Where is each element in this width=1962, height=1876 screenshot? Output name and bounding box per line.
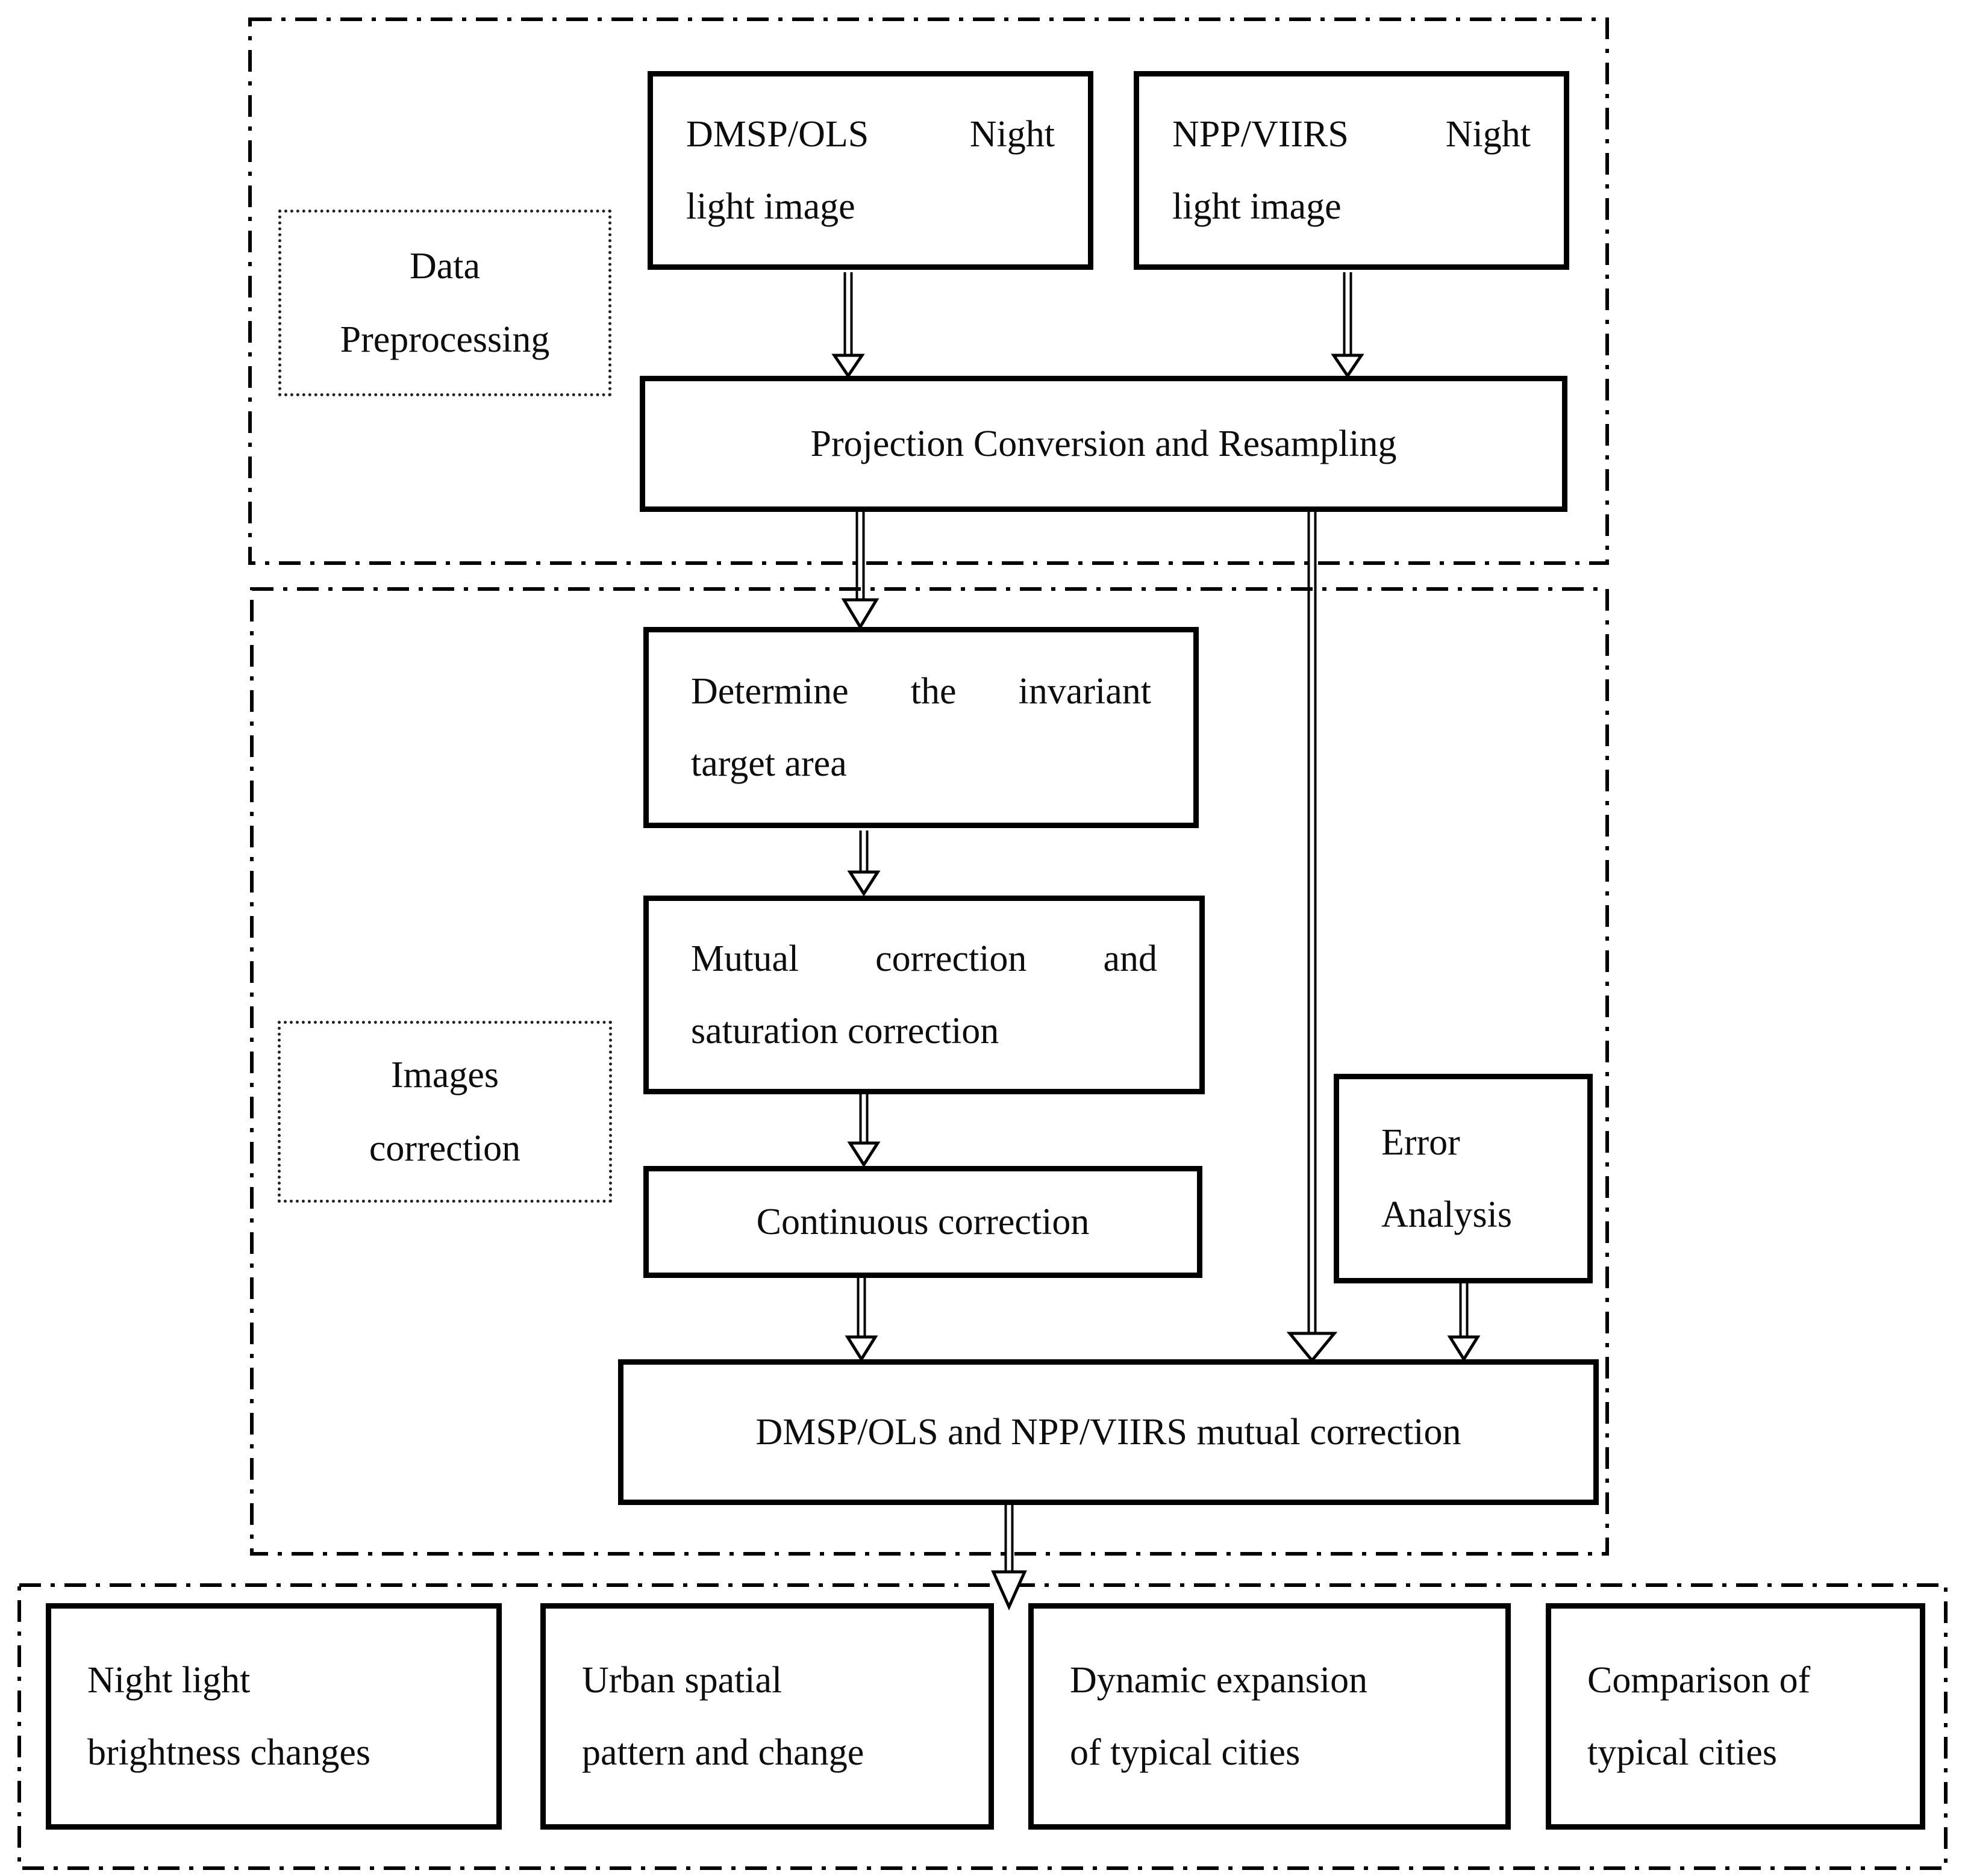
node-determine-invariant-target-area: Determine the invariant target area (643, 627, 1199, 828)
container-applications (17, 1583, 1948, 1870)
section-label-images-correction: Images correction (278, 1021, 612, 1203)
arrow-mutual-correction-to-applications (991, 1505, 1027, 1611)
node-npp-night-light-image: NPP/VIIRS Night light image (1134, 71, 1569, 270)
node-line: Continuous correction (756, 1201, 1090, 1242)
section-label-data-preprocessing: Data Preprocessing (278, 210, 611, 396)
arrow-mutual-saturation-to-continuous (847, 1094, 881, 1168)
node-line: Night light (87, 1660, 251, 1701)
node-line: typical cities (1587, 1732, 1778, 1773)
node-comparison-typical-cities: Comparison of typical cities (1546, 1603, 1925, 1830)
node-urban-spatial-pattern-change: Urban spatial pattern and change (540, 1603, 994, 1830)
arrow-npp-to-projection (1331, 272, 1364, 379)
node-night-light-brightness-changes: Night light brightness changes (46, 1603, 502, 1830)
node-mutual-saturation-correction: Mutual correction and saturation correct… (643, 896, 1205, 1094)
node-line: light image (1172, 186, 1342, 227)
arrow-error-to-mutual-correction (1447, 1283, 1481, 1362)
arrow-projection-to-determine (841, 512, 879, 630)
node-error-analysis: Error Analysis (1334, 1074, 1593, 1283)
section-label-line: Images (390, 1055, 499, 1095)
node-line: saturation correction (691, 1011, 999, 1052)
arrow-dmsp-to-projection (831, 272, 865, 379)
node-line: Comparison of (1587, 1660, 1811, 1701)
arrow-continuous-to-mutual-correction (845, 1278, 878, 1362)
node-line: light image (686, 186, 855, 227)
node-line: DMSP/OLS Night (686, 114, 1055, 155)
node-line: of typical cities (1070, 1732, 1301, 1773)
node-line: Determine the invariant (691, 671, 1151, 712)
container-data-preprocessing (248, 17, 1609, 565)
node-line: pattern and change (582, 1732, 864, 1773)
section-label-line: Preprocessing (340, 319, 550, 360)
node-line: NPP/VIIRS Night (1172, 114, 1531, 155)
node-dynamic-expansion-typical-cities: Dynamic expansion of typical cities (1028, 1603, 1511, 1830)
node-line: Projection Conversion and Resampling (810, 423, 1397, 464)
node-line: target area (691, 743, 847, 784)
node-dmsp-night-light-image: DMSP/OLS Night light image (648, 71, 1093, 270)
section-label-line: correction (369, 1128, 521, 1169)
node-line: Dynamic expansion (1070, 1660, 1368, 1701)
node-line: Urban spatial (582, 1660, 783, 1701)
node-line: Mutual correction and (691, 938, 1157, 979)
node-dmsp-npp-mutual-correction: DMSP/OLS and NPP/VIIRS mutual correction (618, 1359, 1599, 1505)
arrow-projection-to-mutual-correction (1286, 512, 1338, 1363)
node-continuous-correction: Continuous correction (643, 1166, 1202, 1278)
node-projection-conversion-resampling: Projection Conversion and Resampling (640, 376, 1567, 512)
node-line: Error (1381, 1122, 1460, 1163)
node-line: DMSP/OLS and NPP/VIIRS mutual correction (755, 1412, 1461, 1453)
node-line: brightness changes (87, 1732, 371, 1773)
arrow-determine-to-mutual-saturation (847, 830, 881, 897)
container-images-correction (250, 587, 1609, 1556)
node-line: Analysis (1381, 1194, 1512, 1235)
section-label-line: Data (409, 246, 481, 287)
